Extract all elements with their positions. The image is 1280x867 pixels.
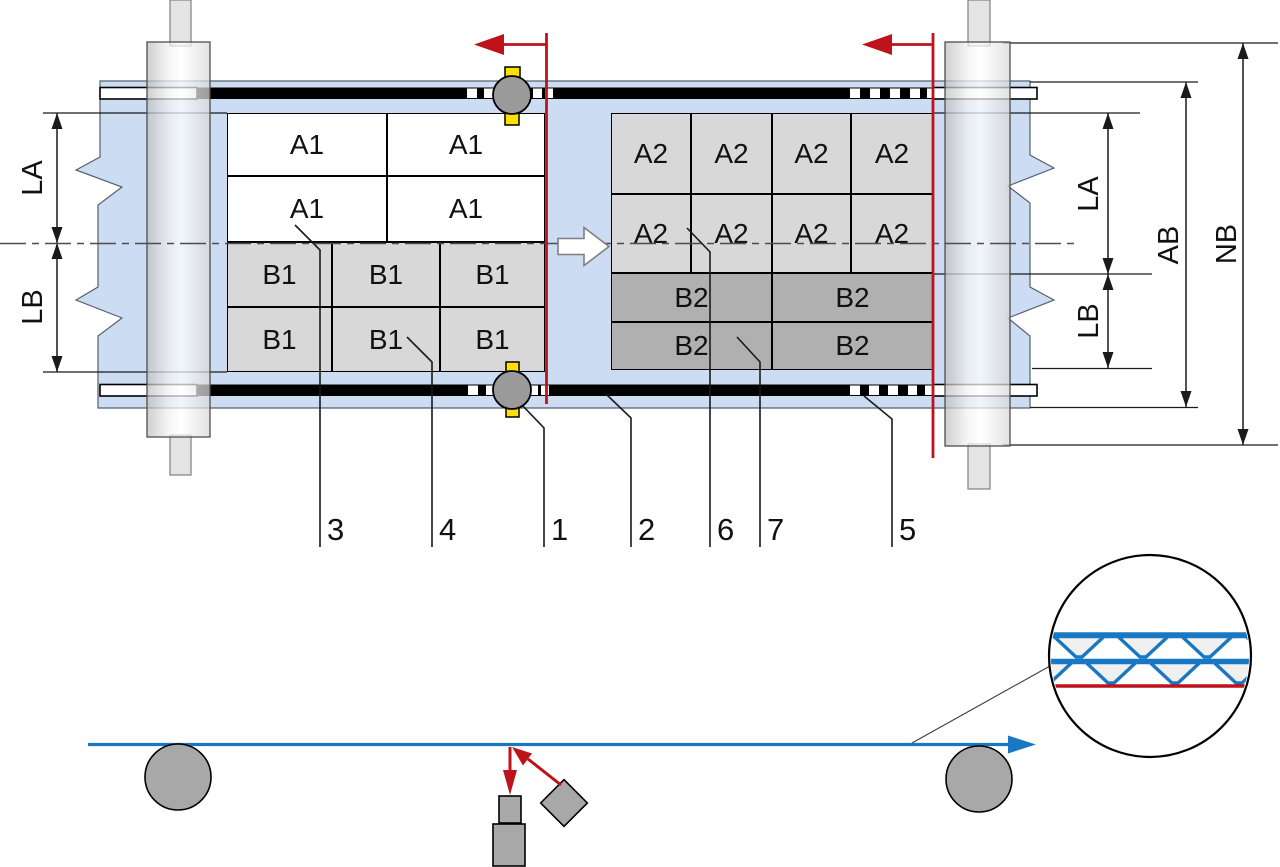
sheet-cell-b1: B1	[227, 242, 332, 307]
cell-label: B2	[674, 281, 709, 313]
light-source-icon	[539, 778, 589, 828]
web-direction-arrow	[557, 225, 611, 268]
cell-label: B1	[262, 258, 297, 290]
callout-6: 6	[717, 512, 735, 547]
cell-label: A1	[448, 128, 484, 160]
sheet-cell-a2: A2	[691, 194, 772, 273]
flute-detail	[1051, 632, 1249, 688]
cell-label: B1	[475, 323, 510, 355]
sheet-cell-b1: B1	[332, 242, 440, 307]
roller-shaft	[169, 434, 192, 476]
callout-leader-lines	[294, 224, 893, 547]
roller-shaft	[169, 0, 192, 47]
sheet-cell-b2: B2	[611, 273, 772, 322]
cell-label: A1	[448, 193, 484, 224]
register-sensor-top	[492, 66, 532, 126]
roller-shaft	[967, 0, 991, 47]
sheet-cell-a1: A1	[227, 176, 387, 242]
cell-label: B2	[835, 281, 870, 313]
sheet-cell-b2: B2	[772, 273, 933, 322]
sheet-cell-a2: A2	[691, 113, 772, 194]
callout-1: 1	[551, 512, 569, 547]
cell-label: A1	[289, 193, 325, 224]
callout-2: 2	[638, 512, 656, 547]
sheet-cell-b1: B1	[332, 307, 440, 372]
register-sensor-bottom	[492, 361, 532, 418]
cell-label: A2	[633, 137, 669, 169]
web-direction-arrowhead	[1008, 735, 1036, 754]
cell-label: B1	[368, 258, 404, 290]
cell-label: A2	[874, 137, 910, 169]
roller-side-left	[144, 743, 212, 811]
cell-label: B1	[262, 323, 297, 355]
detail-circle	[1047, 553, 1253, 759]
cell-label: A2	[794, 137, 829, 169]
cell-label: B2	[674, 330, 709, 361]
callout-3: 3	[327, 512, 345, 547]
callout-5: 5	[899, 512, 917, 547]
sheet-cell-a2: A2	[611, 113, 691, 194]
cutoff-marks	[474, 33, 935, 458]
cell-label: B1	[475, 258, 510, 290]
sheet-cell-a1: A1	[387, 176, 545, 242]
roller-left	[146, 41, 211, 438]
measurement-arrows	[503, 747, 562, 795]
callout-4: 4	[439, 512, 457, 547]
sheet-cell-a2: A2	[611, 194, 691, 273]
cell-label: B2	[835, 330, 870, 361]
roller-shaft	[967, 443, 991, 490]
sheet-cell-b2: B2	[772, 322, 933, 370]
sheet-cell-b1: B1	[227, 307, 332, 372]
cell-label: A2	[714, 137, 749, 169]
side-view	[88, 553, 1253, 867]
callout-7: 7	[767, 512, 785, 547]
sheet-cell-a2: A2	[851, 113, 933, 194]
sheet-cell-b1: B1	[440, 242, 545, 307]
camera-icon	[492, 795, 526, 867]
cell-label: A1	[289, 128, 325, 160]
sheet-cell-a1: A1	[227, 113, 387, 176]
roller-side-right	[945, 745, 1013, 813]
cell-label: B1	[368, 323, 404, 355]
sheet-cell-a2: A2	[772, 113, 851, 194]
detail-leader-line	[911, 665, 1051, 744]
sheet-cell-b1: B1	[440, 307, 545, 372]
dimension-lines	[51, 43, 1249, 445]
